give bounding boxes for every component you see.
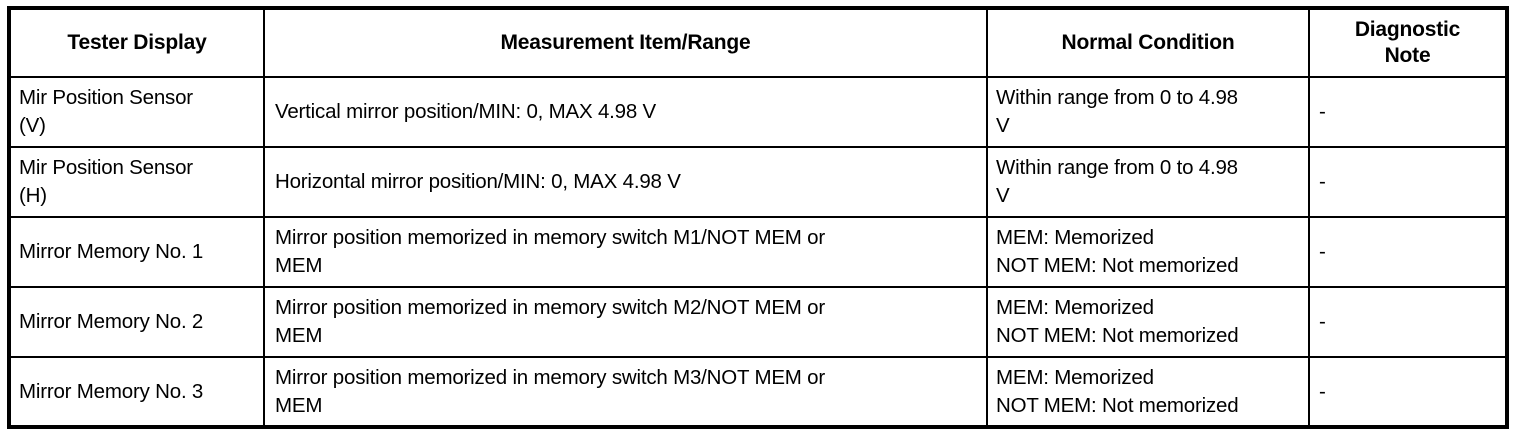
table-row: Mir Position Sensor (V) Vertical mirror … — [8, 76, 1508, 148]
cell-diagnostic-note-text: - — [1319, 100, 1326, 123]
cell-measurement-item-range-text: Horizontal mirror position/MIN: 0, MAX 4… — [275, 170, 681, 193]
cell-measurement-item-range-text: Vertical mirror position/MIN: 0, MAX 4.9… — [275, 100, 657, 123]
cell-normal-condition-text: MEM: Memorized NOT MEM: Not memorized — [996, 296, 1239, 347]
cell-diagnostic-note: - — [1308, 146, 1508, 218]
cell-diagnostic-note: - — [1308, 356, 1508, 428]
column-header-measurement-item-range-label: Measurement Item/Range — [500, 31, 751, 54]
cell-normal-condition: MEM: Memorized NOT MEM: Not memorized — [986, 216, 1310, 288]
cell-normal-condition: Within range from 0 to 4.98 V — [986, 146, 1310, 218]
cell-normal-condition-text: Within range from 0 to 4.98 V — [996, 86, 1238, 137]
column-header-diagnostic-note-label: Diagnostic Note — [1354, 18, 1461, 67]
column-header-normal-condition: Normal Condition — [986, 7, 1310, 78]
cell-diagnostic-note-text: - — [1319, 310, 1326, 333]
table-body: Mir Position Sensor (V) Vertical mirror … — [8, 76, 1508, 428]
cell-tester-display-text: Mirror Memory No. 3 — [19, 379, 204, 403]
table-row: Mirror Memory No. 1 Mirror position memo… — [8, 216, 1508, 288]
cell-tester-display: Mir Position Sensor (V) — [8, 76, 265, 148]
header-row: Tester Display Measurement Item/Range No… — [8, 7, 1508, 78]
cell-diagnostic-note-text: - — [1319, 379, 1326, 403]
cell-normal-condition-text: Within range from 0 to 4.98 V — [996, 156, 1238, 207]
table-header: Tester Display Measurement Item/Range No… — [8, 7, 1508, 78]
column-header-diagnostic-note: Diagnostic Note — [1308, 7, 1508, 78]
cell-measurement-item-range: Mirror position memorized in memory swit… — [263, 216, 988, 288]
column-header-normal-condition-label: Normal Condition — [1061, 31, 1235, 54]
cell-tester-display: Mirror Memory No. 3 — [8, 356, 265, 428]
table-row: Mirror Memory No. 2 Mirror position memo… — [8, 286, 1508, 358]
column-header-tester-display-label: Tester Display — [67, 31, 207, 54]
cell-diagnostic-note-text: - — [1319, 240, 1326, 263]
cell-normal-condition: Within range from 0 to 4.98 V — [986, 76, 1310, 148]
cell-normal-condition-text: MEM: Memorized NOT MEM: Not memorized — [996, 365, 1239, 417]
column-header-measurement-item-range: Measurement Item/Range — [263, 7, 988, 78]
cell-measurement-item-range-text: Mirror position memorized in memory swit… — [275, 365, 825, 417]
cell-normal-condition: MEM: Memorized NOT MEM: Not memorized — [986, 356, 1310, 428]
cell-tester-display: Mirror Memory No. 1 — [8, 216, 265, 288]
cell-tester-display-text: Mir Position Sensor (V) — [19, 86, 193, 137]
cell-diagnostic-note: - — [1308, 216, 1508, 288]
cell-normal-condition-text: MEM: Memorized NOT MEM: Not memorized — [996, 226, 1239, 277]
cell-normal-condition: MEM: Memorized NOT MEM: Not memorized — [986, 286, 1310, 358]
cell-diagnostic-note-text: - — [1319, 170, 1326, 193]
cell-measurement-item-range: Horizontal mirror position/MIN: 0, MAX 4… — [263, 146, 988, 218]
cell-diagnostic-note: - — [1308, 76, 1508, 148]
cell-tester-display-text: Mirror Memory No. 2 — [19, 310, 204, 333]
cell-diagnostic-note: - — [1308, 286, 1508, 358]
cell-measurement-item-range-text: Mirror position memorized in memory swit… — [275, 226, 825, 277]
cell-measurement-item-range-text: Mirror position memorized in memory swit… — [275, 296, 825, 347]
column-header-tester-display: Tester Display — [8, 7, 265, 78]
cell-measurement-item-range: Mirror position memorized in memory swit… — [263, 286, 988, 358]
table-row: Mir Position Sensor (H) Horizontal mirro… — [8, 146, 1508, 218]
diagnostic-spec-table: Tester Display Measurement Item/Range No… — [7, 6, 1509, 429]
cell-measurement-item-range: Mirror position memorized in memory swit… — [263, 356, 988, 428]
cell-tester-display-text: Mirror Memory No. 1 — [19, 240, 204, 263]
cell-measurement-item-range: Vertical mirror position/MIN: 0, MAX 4.9… — [263, 76, 988, 148]
cell-tester-display-text: Mir Position Sensor (H) — [19, 156, 193, 207]
table-row: Mirror Memory No. 3 Mirror position memo… — [8, 356, 1508, 428]
cell-tester-display: Mirror Memory No. 2 — [8, 286, 265, 358]
cell-tester-display: Mir Position Sensor (H) — [8, 146, 265, 218]
